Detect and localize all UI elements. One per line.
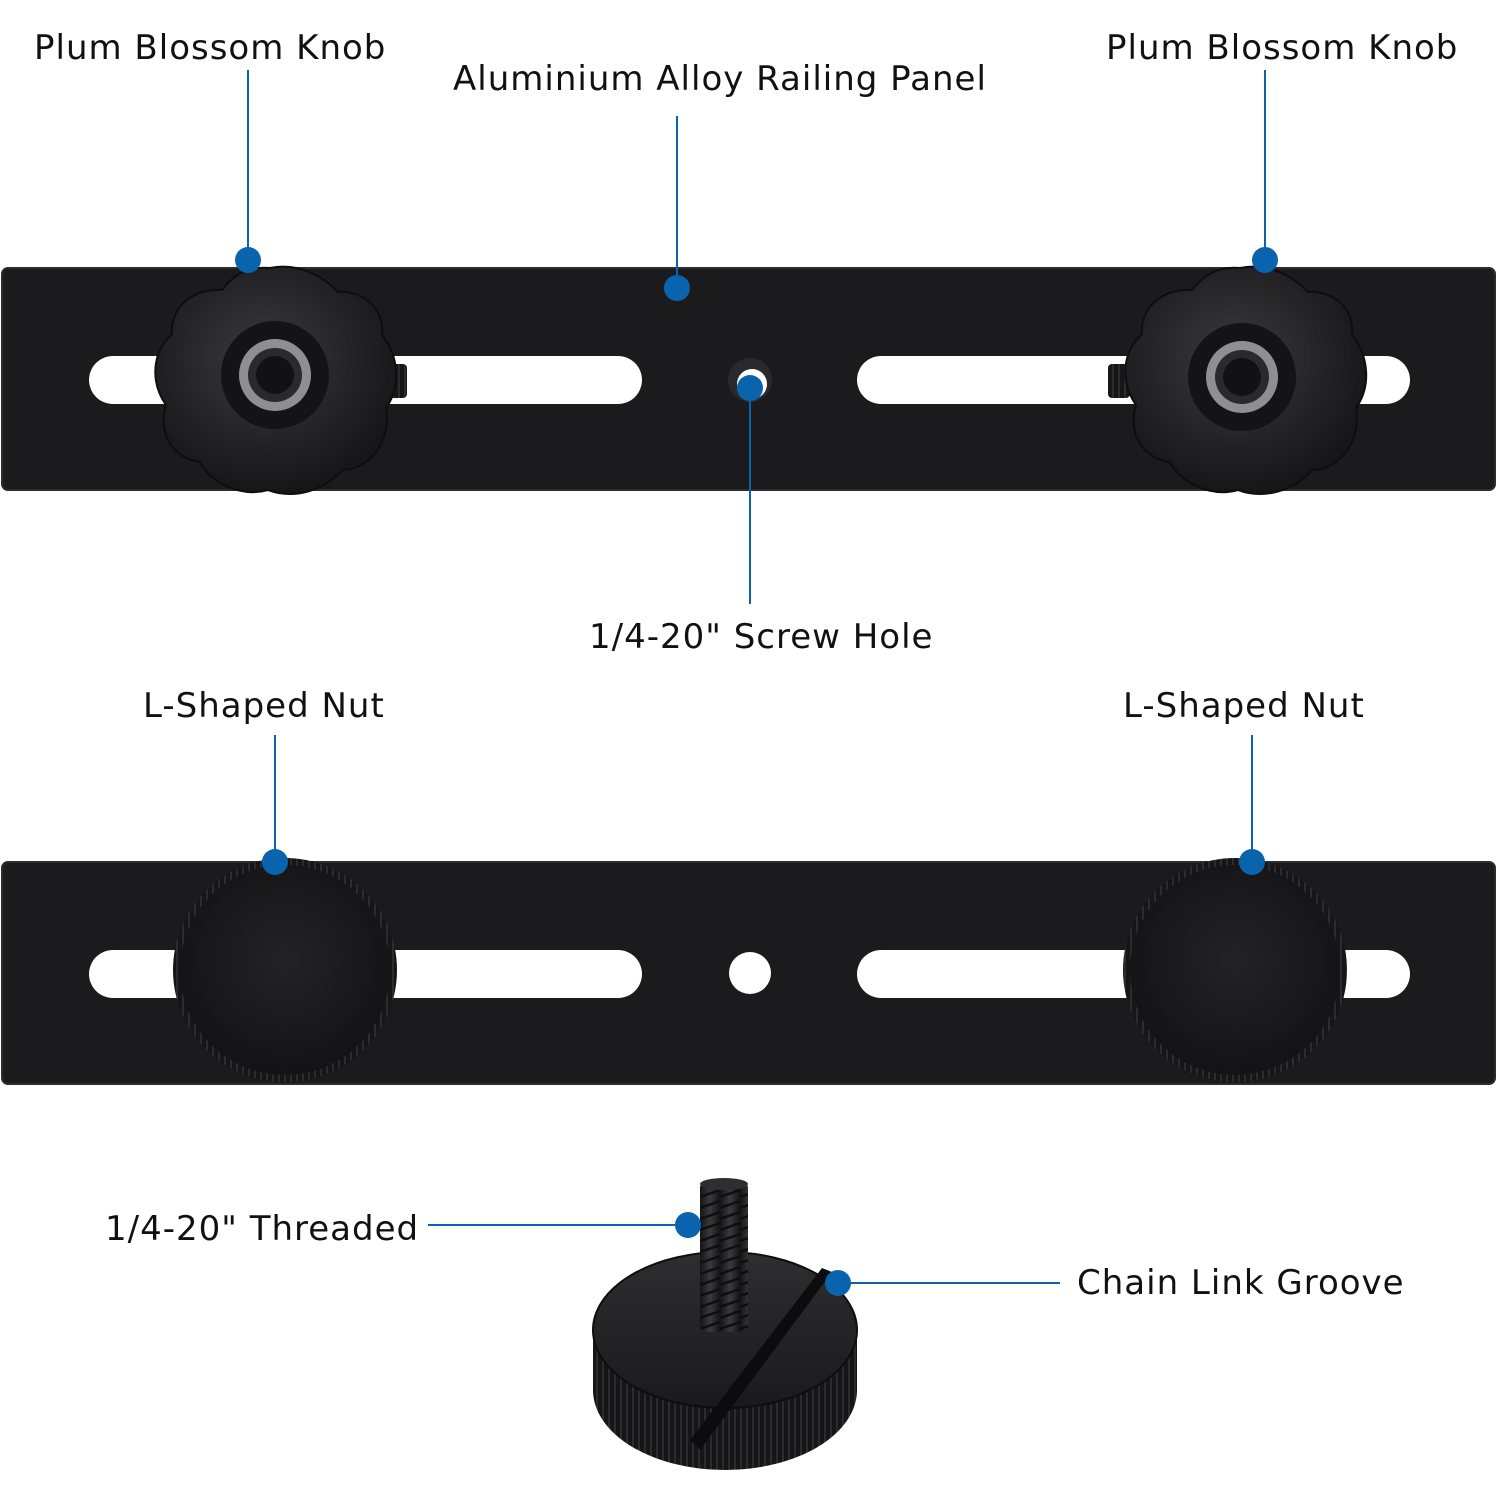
- threaded-shaft: [700, 1182, 748, 1332]
- label-plum-blossom-knob-right: Plum Blossom Knob: [1106, 28, 1459, 68]
- callout-lines: [235, 70, 1278, 1296]
- thumb-screw: [592, 1178, 858, 1470]
- label-aluminium-alloy-railing-panel: Aluminium Alloy Railing Panel: [453, 59, 987, 99]
- l-shaped-nut-right: [1123, 858, 1347, 1082]
- chain-link-groove-slot: [690, 1268, 832, 1450]
- label-threaded: 1/4-20" Threaded: [105, 1209, 420, 1249]
- callout-dot-railing-panel: [664, 275, 690, 301]
- plum-blossom-knob-right: [1108, 265, 1368, 495]
- label-plum-blossom-knob-left: Plum Blossom Knob: [34, 28, 387, 68]
- bottom-screw-hole: [729, 952, 771, 994]
- l-shaped-nut-left: [173, 858, 397, 1082]
- callout-dot-knob-left: [235, 247, 261, 273]
- label-l-shaped-nut-left: L-Shaped Nut: [143, 686, 385, 726]
- plum-blossom-knob-left: [154, 265, 407, 495]
- callout-dot-chain-groove: [825, 1270, 851, 1296]
- callout-dot-threaded: [675, 1212, 701, 1238]
- label-chain-link-groove: Chain Link Groove: [1077, 1263, 1405, 1303]
- label-screw-hole: 1/4-20" Screw Hole: [589, 617, 934, 657]
- callout-dot-knob-right: [1252, 247, 1278, 273]
- callout-dot-nut-left: [262, 849, 288, 875]
- callout-dot-nut-right: [1239, 849, 1265, 875]
- callout-dot-screw-hole: [737, 375, 763, 401]
- label-l-shaped-nut-right: L-Shaped Nut: [1123, 686, 1365, 726]
